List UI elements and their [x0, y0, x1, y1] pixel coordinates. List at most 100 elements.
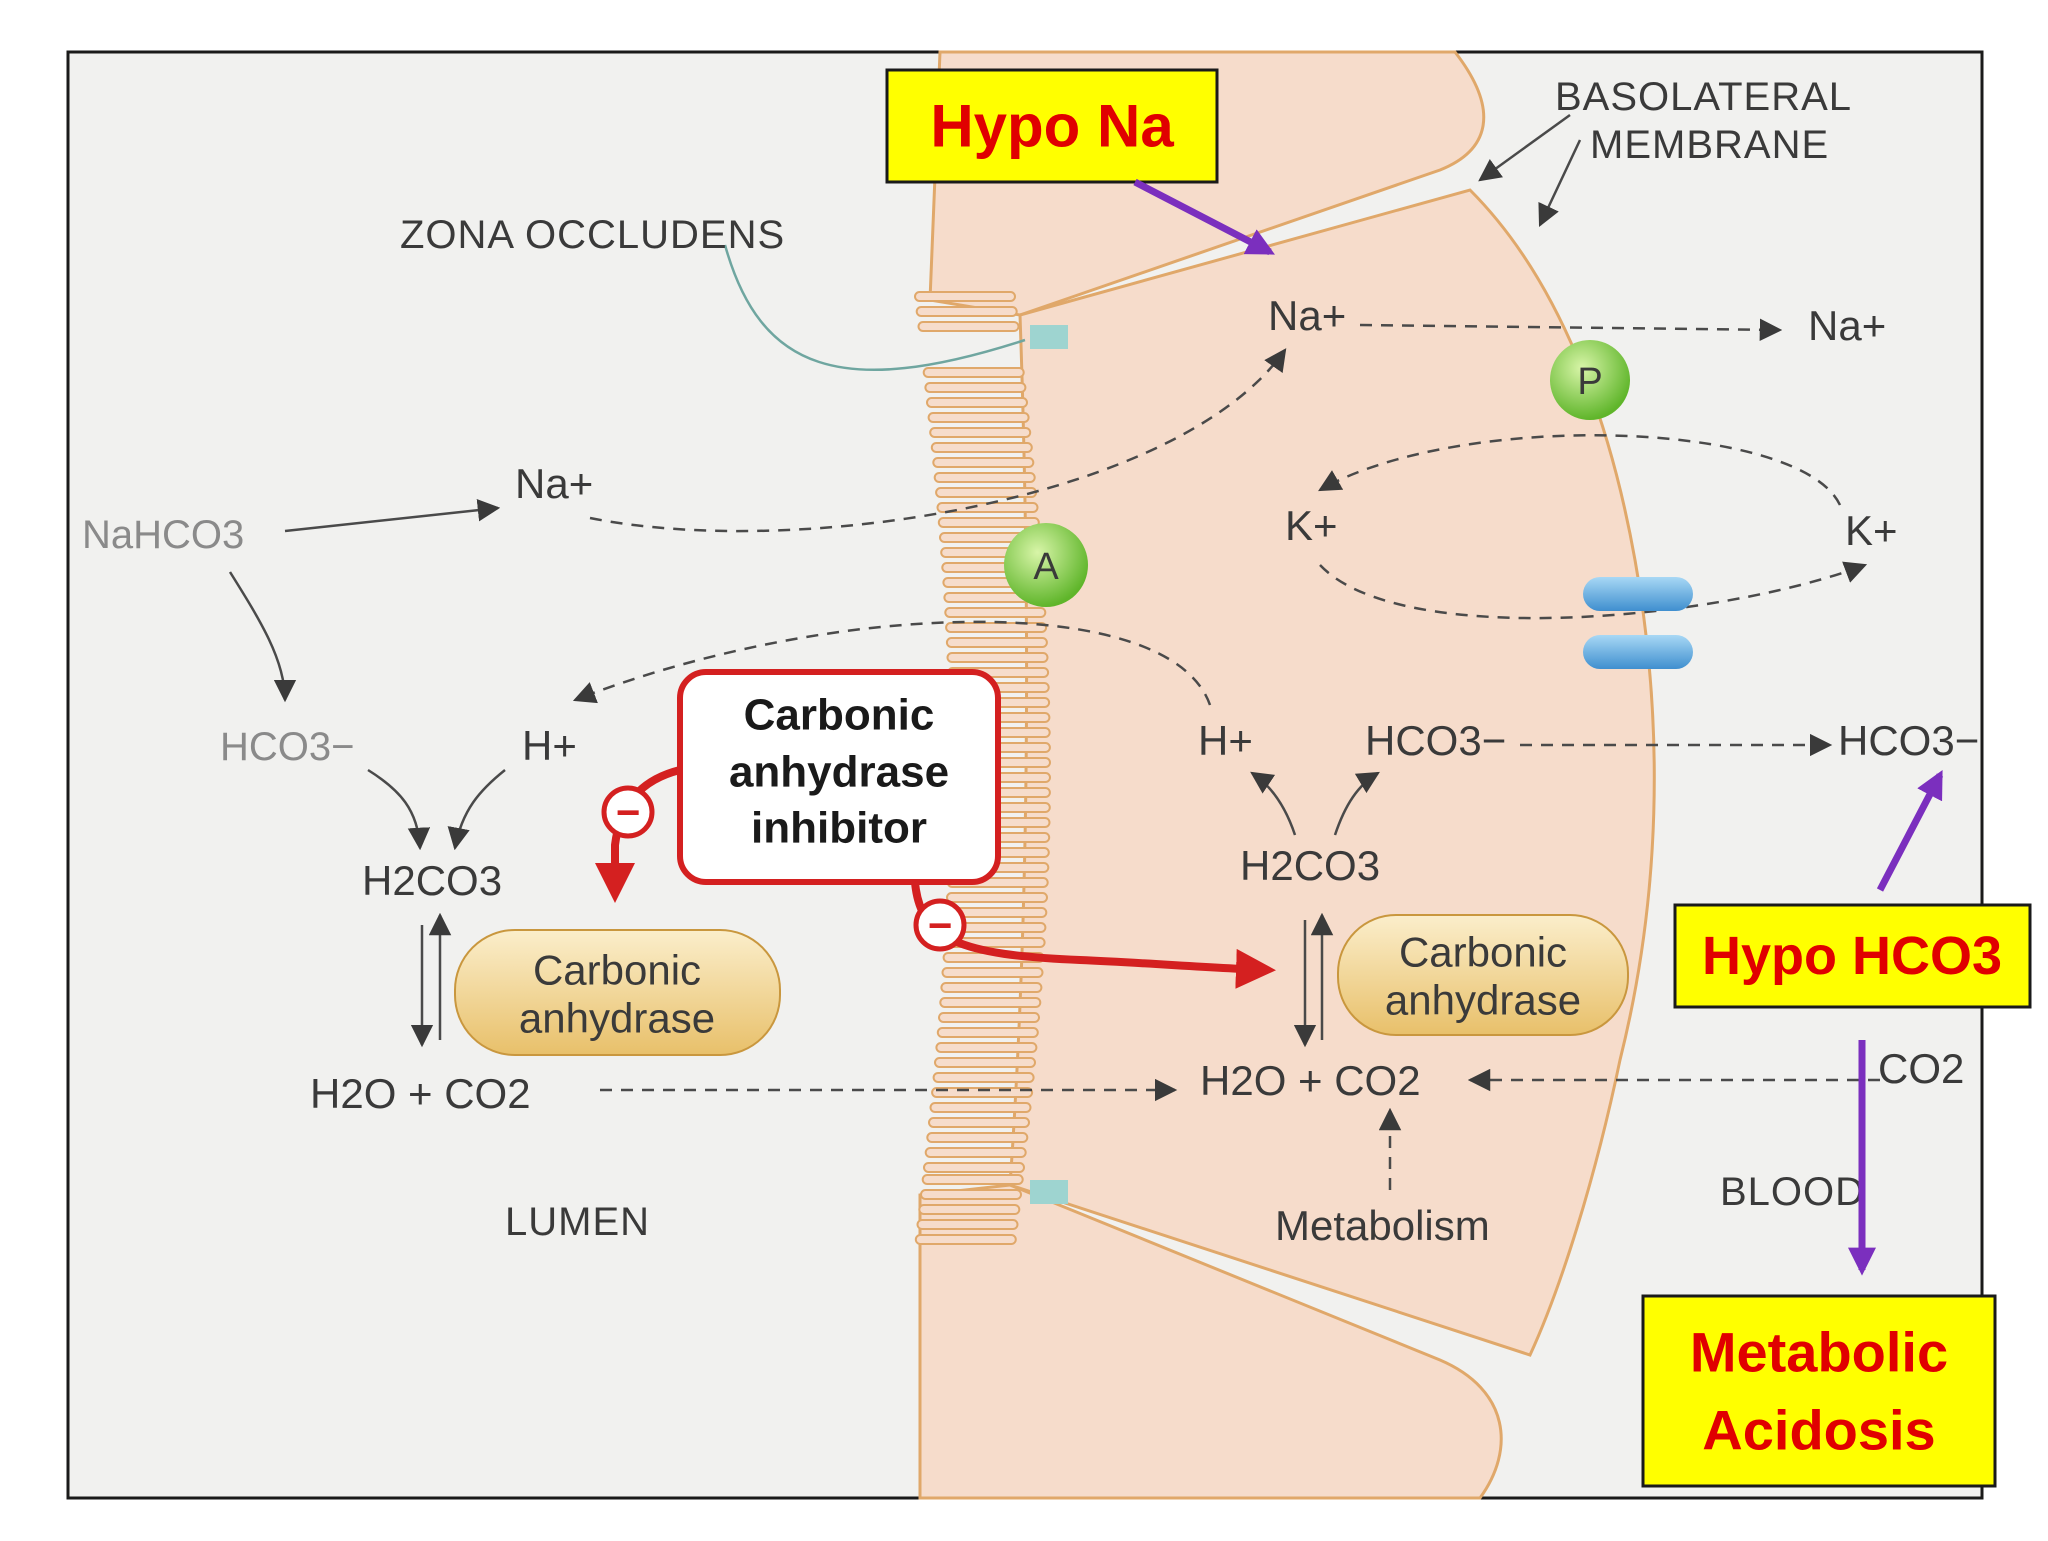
- microvillus: [936, 1027, 1039, 1038]
- label-hco3-blood: HCO3−: [1838, 717, 1979, 764]
- label-k-cell: K+: [1285, 502, 1338, 549]
- potassium-channel: [1583, 577, 1693, 669]
- enzyme-lumen: Carbonic anhydrase: [454, 929, 781, 1056]
- annotation-hypo-hco3-text: Hypo HCO3: [1702, 926, 2002, 986]
- transporter-a-ball: [1004, 523, 1088, 607]
- microvillus: [930, 442, 1033, 453]
- transporter-p-label: P: [1577, 361, 1602, 403]
- label-na-blood: Na+: [1808, 302, 1886, 349]
- minus-text-cell: −: [928, 902, 953, 949]
- arrow-h-cell-to-lumen: [572, 620, 1212, 706]
- annotation-hypo-na-box: [885, 68, 1219, 184]
- enzyme-cell-line1: Carbonic: [1399, 929, 1567, 976]
- microvillus: [924, 1147, 1027, 1158]
- label-metabolism: Metabolism: [1275, 1202, 1490, 1249]
- label-nahco3: NaHCO3: [82, 513, 244, 557]
- minus-circle-lumen: [601, 785, 655, 839]
- annotation-arrow-hypo-na: [1133, 178, 1275, 256]
- microvillus: [946, 652, 1049, 663]
- annotation-metabolic-acidosis-line2: Acidosis: [1702, 1399, 1935, 1462]
- microvillus: [937, 517, 1040, 528]
- label-co2-blood: CO2: [1878, 1045, 1964, 1092]
- channel-lower: [1583, 635, 1693, 669]
- annotation-metabolic-acidosis: Metabolic Acidosis: [1641, 1294, 1997, 1488]
- annotation-hypo-na-text: Hypo Na: [930, 93, 1174, 160]
- annotation-metabolic-acidosis-box: [1641, 1294, 1997, 1488]
- minus-sign-lumen: −: [601, 785, 655, 839]
- label-zona-occludens: ZONA OCCLUDENS: [400, 213, 785, 257]
- annotation-hypo-hco3-box: [1673, 903, 2032, 1009]
- microvillus: [945, 622, 1048, 633]
- pointer-basolateral-1: [1478, 113, 1571, 182]
- annotation-arrow-hypo-hco3: [1876, 770, 1944, 892]
- tight-junction-bottom: [1030, 1180, 1068, 1204]
- label-h2co3-cell: H2CO3: [1240, 842, 1380, 889]
- arrow-nahco3-to-hco3: [228, 571, 297, 703]
- microvillus: [932, 457, 1035, 468]
- arrow-na-cell-to-blood: [1359, 318, 1783, 342]
- microvillus: [915, 306, 1018, 317]
- label-basolateral: BASOLATERAL: [1555, 75, 1852, 119]
- transporter-a: A: [1004, 523, 1088, 607]
- microvillus: [928, 1117, 1030, 1128]
- tight-junction-top: [1030, 325, 1068, 349]
- label-h-cell: H+: [1198, 717, 1253, 764]
- lower-neighbor-cell: [918, 1183, 1503, 1500]
- minus-sign-cell: −: [913, 898, 967, 952]
- label-na-lumen: Na+: [515, 460, 593, 507]
- microvillus: [921, 1174, 1024, 1185]
- label-h2co3-lumen: H2CO3: [362, 857, 502, 904]
- microvillus: [920, 1189, 1022, 1200]
- minus-text-lumen: −: [616, 789, 641, 836]
- arrow-hco3-to-h2co3: [367, 768, 431, 851]
- microvillus: [935, 1042, 1038, 1053]
- arrow-h2co3-to-h: [1250, 771, 1297, 836]
- microvillus: [932, 1072, 1035, 1083]
- microvillus: [914, 1234, 1017, 1245]
- microvillus: [918, 1204, 1021, 1215]
- microvillus: [934, 1057, 1036, 1068]
- microvillus: [926, 397, 1028, 408]
- microvillus: [929, 1102, 1032, 1113]
- arrow-nahco3-to-na: [284, 498, 501, 533]
- inhibitor-line1: Carbonic: [744, 691, 935, 740]
- enzyme-cell-capsule: [1337, 914, 1629, 1036]
- microvillus: [935, 487, 1038, 498]
- microvillus: [940, 982, 1043, 993]
- microvillus: [929, 427, 1032, 438]
- arrow-k-cell-to-blood: [1319, 561, 1868, 620]
- microvillus: [924, 382, 1027, 393]
- microvillus: [945, 637, 1048, 648]
- transporter-p: P: [1550, 340, 1630, 420]
- label-hco3-cell: HCO3−: [1365, 717, 1506, 764]
- microvillus: [938, 1012, 1040, 1023]
- enzyme-cell-line2: anhydrase: [1385, 977, 1581, 1024]
- inhibitor-box: Carbonic anhydrase inhibitor: [677, 669, 1001, 885]
- channel-upper: [1583, 577, 1693, 611]
- label-lumen: LUMEN: [505, 1200, 650, 1244]
- enzyme-lumen-capsule: [454, 929, 781, 1056]
- microvillus: [916, 1219, 1019, 1230]
- enzyme-lumen-line2: anhydrase: [519, 995, 715, 1042]
- microvillus: [939, 997, 1042, 1008]
- annotation-hypo-hco3: Hypo HCO3: [1673, 903, 2032, 1009]
- annotation-metabolic-acidosis-line1: Metabolic: [1690, 1321, 1948, 1384]
- pointer-basolateral-2: [1538, 139, 1582, 228]
- microvillus: [914, 291, 1016, 302]
- microvillus: [941, 967, 1044, 978]
- label-membrane: MEMBRANE: [1590, 123, 1829, 167]
- inhibitor-frame: [677, 669, 1001, 885]
- inhibitor-line3: inhibitor: [751, 804, 927, 853]
- label-na-cell: Na+: [1268, 292, 1346, 339]
- pointer-zona-occludens: [723, 244, 1026, 372]
- label-h2o-co2-lumen: H2O + CO2: [310, 1070, 531, 1117]
- microvillus: [926, 1132, 1029, 1143]
- arrow-h-to-h2co3: [447, 769, 506, 851]
- enzyme-lumen-line1: Carbonic: [533, 947, 701, 994]
- transporter-p-ball: [1550, 340, 1630, 420]
- arrow-na-lumen-to-cell: [589, 348, 1287, 533]
- microvillus: [927, 412, 1030, 423]
- minus-circle-cell: [913, 898, 967, 952]
